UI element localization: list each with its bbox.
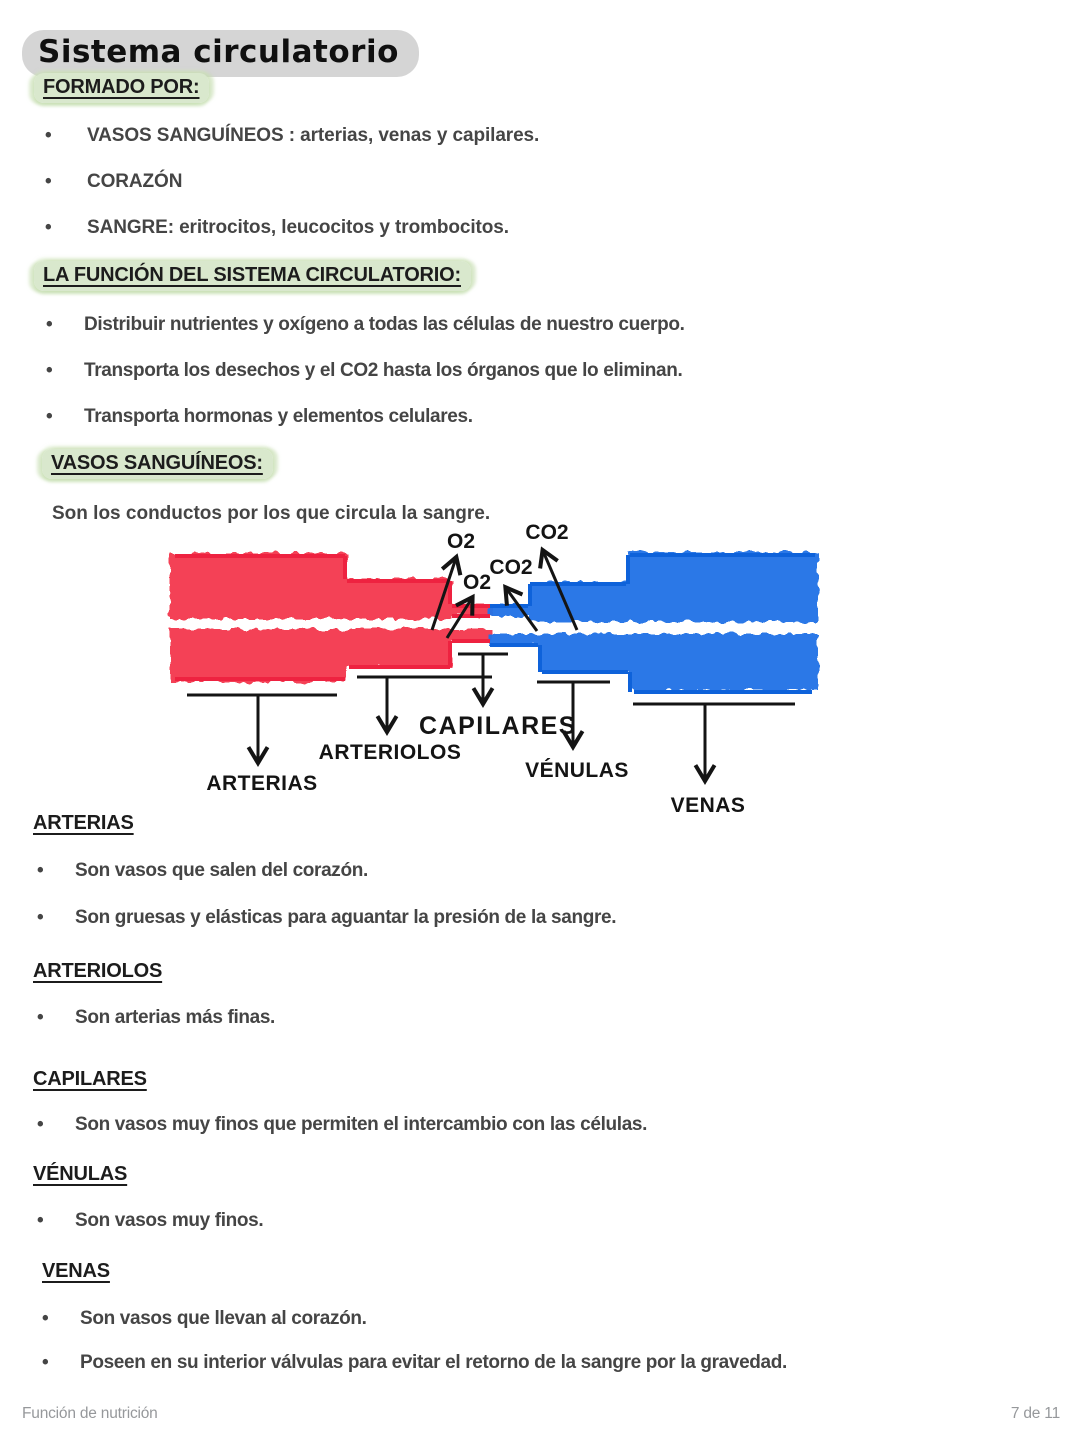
heading-arterias: ARTERIAS [33,812,134,834]
bullet-formado-3: SANGRE: eritrocitos, leucocitos y trombo… [45,217,509,239]
bullet-capilares-1: Son vasos muy finos que permiten el inte… [37,1114,647,1136]
diagram-label-arterias: ARTERIAS [206,772,317,795]
co2-lower-label: CO2 [489,556,532,579]
bullet-text: Poseen en su interior válvulas para evit… [80,1352,787,1373]
diagram-label-capilares: CAPILARES [419,712,577,740]
heading-formado-por-text: FORMADO POR: [34,73,210,103]
diagram-label-venulas: VÉNULAS [525,759,629,782]
bullet-funcion-3: Transporta hormonas y elementos celulare… [46,406,473,428]
bullet-arterias-2: Son gruesas y elásticas para aguantar la… [37,907,617,929]
heading-vasos: VASOS SANGUÍNEOS: [42,449,273,479]
bullet-formado-2: CORAZÓN [45,171,182,193]
bullet-venas-1: Son vasos que llevan al corazón. [42,1308,367,1330]
bullet-text: Son vasos muy finos que permiten el inte… [75,1114,648,1135]
heading-funcion: LA FUNCIÓN DEL SISTEMA CIRCULATORIO: [34,261,471,291]
bullet-funcion-1: Distribuir nutrientes y oxígeno a todas … [46,314,685,336]
heading-vasos-text: VASOS SANGUÍNEOS: [42,449,273,479]
vein-shapes [488,552,818,690]
bullet-funcion-2: Transporta los desechos y el CO2 hasta l… [46,360,683,382]
bullet-arterias-1: Son vasos que salen del corazón. [37,860,368,882]
diagram-label-venas: VENAS [671,794,746,817]
vasos-intro: Son los conductos por los que circula la… [52,503,491,524]
bullet-text: Son vasos que llevan al corazón. [80,1308,367,1329]
page-title: Sistema circulatorio [22,30,419,77]
bullet-text: CORAZÓN [87,171,183,192]
artery-shapes [170,553,492,682]
o2-upper-label: O2 [447,530,475,553]
bullet-arteriolos-1: Son arterias más finas. [37,1007,275,1029]
heading-arteriolos: ARTERIOLOS [33,960,163,982]
heading-capilares: CAPILARES [33,1068,147,1090]
diagram-label-arteriolos: ARTERIOLOS [319,741,462,764]
bullet-text: Son vasos muy finos. [75,1210,264,1231]
heading-funcion-text: LA FUNCIÓN DEL SISTEMA CIRCULATORIO: [34,261,471,291]
bullet-venas-2: Poseen en su interior válvulas para evit… [42,1352,787,1374]
bullet-text: Son arterias más finas. [75,1007,275,1028]
o2-lower-label: O2 [463,571,491,594]
heading-formado-por: FORMADO POR: [34,73,210,103]
bullet-venulas-1: Son vasos muy finos. [37,1210,264,1232]
bullet-text: Distribuir nutrientes y oxígeno a todas … [84,314,685,335]
heading-venas: VENAS [42,1260,110,1282]
vein-outlines [490,553,815,694]
bullet-text: SANGRE: eritrocitos, leucocitos y trombo… [87,217,509,238]
label-brackets [187,652,795,785]
footer-page-number: 7 de 11 [1010,1405,1060,1422]
bullet-text: VASOS SANGUÍNEOS : arterias, venas y cap… [87,125,540,146]
bullet-text: Son gruesas y elásticas para aguantar la… [75,907,617,928]
footer-document-title: Función de nutrición [22,1405,158,1422]
gas-arrows [430,546,579,639]
blood-vessels-diagram: O2 O2 CO2 CO2 ARTERIAS ARTERIOLOS CAPILA… [170,521,818,817]
page-title-wrap: Sistema circulatorio [22,30,419,77]
heading-venulas: VÉNULAS [33,1163,128,1185]
co2-upper-label: CO2 [525,521,568,544]
bullet-text: Transporta hormonas y elementos celulare… [84,406,473,427]
bullet-text: Transporta los desechos y el CO2 hasta l… [84,360,683,381]
bullet-formado-1: VASOS SANGUÍNEOS : arterias, venas y cap… [45,125,539,147]
bullet-text: Son vasos que salen del corazón. [75,860,368,881]
